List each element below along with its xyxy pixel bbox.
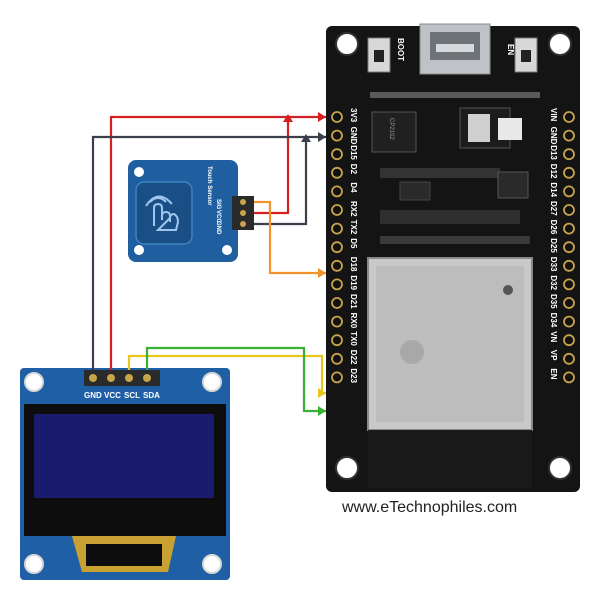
esp32-right-pin-label: D14	[549, 182, 558, 197]
esp32-pin-right	[563, 259, 575, 272]
boot-button[interactable]	[367, 37, 391, 73]
esp32-right-pin-label: D25	[549, 238, 558, 253]
esp32-right-pin-label: GND	[549, 127, 558, 145]
esp32-pin-left	[331, 315, 343, 328]
left-pin-header	[331, 111, 343, 384]
esp32-left-pin-label: D18	[349, 257, 358, 272]
esp32-right-pin-label: D33	[549, 257, 558, 272]
esp32-left-pin-label: D21	[349, 294, 358, 309]
touch-hand-icon	[145, 195, 180, 231]
wire-oled-vcc-3v3	[109, 115, 326, 370]
esp32-left-pin-label: D4	[349, 182, 358, 193]
touch-sensor-module: Touch Sensor SIG VCC GND	[128, 160, 254, 262]
oled-pin-sda: SDA	[143, 391, 160, 400]
esp32-pin-right	[563, 352, 575, 365]
esp32-pin-left	[331, 129, 343, 142]
esp32-pin-left	[331, 111, 343, 123]
boot-button-label: BOOT	[396, 38, 405, 61]
oled-display-module: GND VCC SCL SDA	[20, 368, 230, 580]
wire-touch-gnd-gnd	[254, 137, 308, 226]
touch-pin-gnd: GND	[215, 221, 221, 235]
oled-pin-scl: SCL	[124, 391, 140, 400]
usb-chip-label: CP2102	[388, 118, 394, 140]
esp32-pin-right	[563, 185, 575, 198]
esp32-pin-left	[331, 241, 343, 254]
oled-pin-vcc: VCC	[104, 391, 121, 400]
esp32-pin-right	[563, 371, 575, 384]
esp32-left-pin-label: D22	[349, 350, 358, 365]
esp32-left-pin-label: TX0	[349, 331, 358, 346]
esp32-right-pin-label: D12	[549, 164, 558, 179]
esp32-pin-right	[563, 241, 575, 254]
esp32-pin-left	[331, 352, 343, 365]
right-pin-header	[563, 111, 575, 384]
esp32-pin-left	[331, 204, 343, 216]
esp32-left-pin-label: GND	[349, 127, 358, 145]
esp32-left-pin-label: 3V3	[349, 108, 358, 123]
esp32-left-pin-label: D5	[349, 238, 358, 249]
touch-sensor-title: Touch Sensor	[206, 166, 212, 206]
en-button[interactable]	[514, 37, 538, 73]
esp32-pin-left	[331, 278, 343, 291]
esp32-pin-left	[331, 371, 343, 384]
esp32-right-pin-label: D34	[549, 313, 558, 328]
esp32-pin-right	[563, 278, 575, 291]
credit-text: www.eTechnophiles.com	[341, 499, 517, 516]
esp32-pin-left	[331, 222, 343, 235]
esp32-pin-left	[331, 166, 343, 179]
esp32-pin-right	[563, 111, 575, 123]
esp32-pin-right	[563, 204, 575, 216]
esp32-right-pin-label: D27	[549, 201, 558, 216]
esp32-left-pin-label: RX0	[349, 313, 358, 329]
esp32-pin-right	[563, 129, 575, 142]
esp32-pin-right	[563, 148, 575, 161]
esp32-left-pin-label: D23	[349, 368, 358, 383]
esp32-pin-right	[563, 315, 575, 328]
esp32-right-pin-label: VN	[549, 331, 558, 342]
esp32-pin-left	[331, 259, 343, 272]
esp32-pin-left	[331, 185, 343, 198]
touch-pin-sig: SIG	[215, 199, 221, 210]
esp32-left-pin-label: D15	[349, 145, 358, 160]
wire-oled-gnd-gnd	[91, 135, 326, 370]
esp32-right-pin-label: EN	[549, 368, 558, 379]
esp32-pin-left	[331, 148, 343, 161]
wire-touch-sig	[254, 200, 326, 275]
esp32-left-pin-label: TX2	[349, 220, 358, 235]
oled-pin-gnd: GND	[84, 391, 102, 400]
esp32-right-pin-label: D13	[549, 145, 558, 160]
esp32-module	[367, 257, 533, 488]
esp32-right-pin-label: D26	[549, 220, 558, 235]
esp32-left-pin-label: D2	[349, 164, 358, 175]
oled-screen	[34, 414, 214, 498]
esp32-pin-right	[563, 334, 575, 347]
esp32-pin-right	[563, 222, 575, 235]
wire-touch-vcc-3v3	[254, 117, 290, 215]
oled-pin-header	[84, 370, 160, 386]
esp32-right-pin-label: D35	[549, 294, 558, 309]
esp32-pin-left	[331, 297, 343, 309]
arrow-icon	[283, 112, 326, 416]
en-button-label: EN	[506, 44, 515, 55]
esp32-left-pin-label: D19	[349, 275, 358, 290]
esp32-pin-right	[563, 166, 575, 179]
touch-pin-vcc: VCC	[215, 210, 221, 223]
esp32-pin-left	[331, 334, 343, 347]
esp32-pin-right	[563, 297, 575, 309]
touch-sensor-pins	[232, 196, 254, 230]
wire-oled-sda	[145, 346, 326, 413]
esp32-left-pin-label: RX2	[349, 201, 358, 217]
esp32-right-pin-label: VIN	[549, 108, 558, 122]
esp32-right-pin-label: D32	[549, 275, 558, 290]
esp32-right-pin-label: VP	[549, 350, 558, 361]
usb-port	[419, 23, 491, 75]
